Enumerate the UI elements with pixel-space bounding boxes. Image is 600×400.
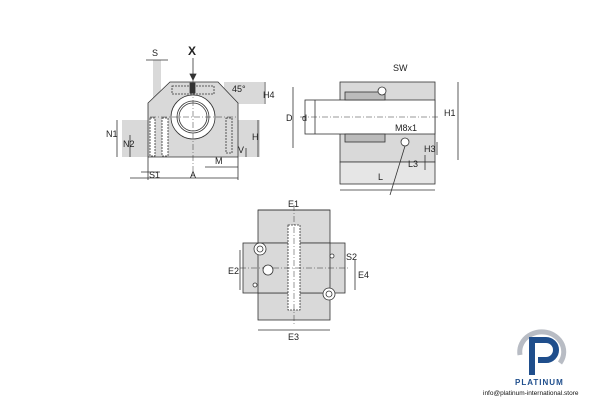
bottom-view — [239, 205, 356, 331]
side-view-labels: SW D d H1 M8x1 H3 L3 L — [286, 63, 456, 182]
label-d-outer: D — [286, 113, 293, 123]
label-m: M — [215, 156, 223, 166]
label-s2: S2 — [346, 252, 357, 262]
label-m8x1: M8x1 — [395, 123, 417, 133]
front-view — [116, 58, 266, 180]
label-e1: E1 — [288, 199, 299, 209]
label-sw: SW — [393, 63, 408, 73]
logo-email: info@platinum-international.store — [483, 390, 579, 397]
label-l3: L3 — [408, 159, 418, 169]
label-angle: 45° — [232, 84, 246, 94]
label-d-inner: d — [302, 113, 307, 123]
label-n1: N1 — [106, 129, 118, 139]
label-s1: S1 — [149, 170, 160, 180]
label-v: V — [238, 145, 244, 155]
label-h4: H4 — [263, 90, 275, 100]
logo-p-mark — [529, 337, 559, 375]
label-h3: H3 — [424, 144, 436, 154]
bottom-view-labels: E1 E2 S2 E4 E3 — [228, 199, 369, 342]
logo-swoosh — [517, 329, 567, 365]
label-h1: H1 — [444, 108, 456, 118]
platinum-logo: PLATINUM info@platinum-international.sto… — [483, 329, 579, 397]
label-h: H — [252, 132, 259, 142]
label-s: S — [152, 48, 158, 58]
label-l: L — [378, 172, 383, 182]
front-view-labels: S X 45° H4 N1 N2 H V M S1 A — [106, 44, 275, 180]
label-n2: N2 — [123, 139, 135, 149]
label-e3: E3 — [288, 332, 299, 342]
side-view — [292, 81, 459, 196]
label-e4: E4 — [358, 270, 369, 280]
label-a: A — [190, 170, 196, 180]
label-x: X — [188, 44, 196, 58]
logo-brand: PLATINUM — [515, 378, 564, 387]
label-e2: E2 — [228, 266, 239, 276]
